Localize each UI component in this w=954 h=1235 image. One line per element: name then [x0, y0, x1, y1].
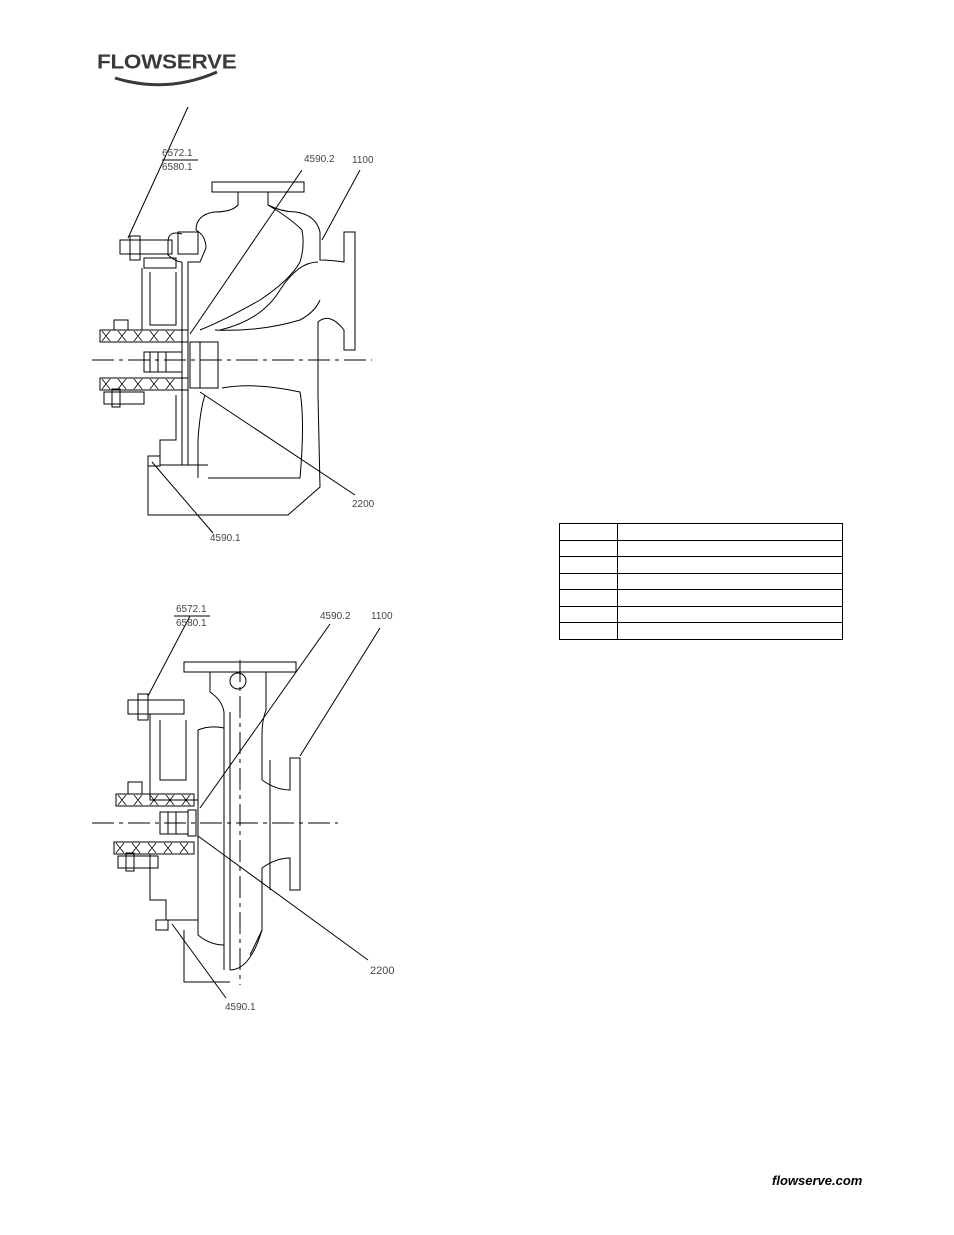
table-cell [617, 622, 843, 640]
top-label-4590-1: 4590.1 [210, 533, 241, 544]
bottom-pump-drawing [92, 615, 381, 999]
table-cell [617, 539, 843, 557]
table-cell [559, 572, 618, 590]
footer-website: flowserve.com [772, 1173, 863, 1188]
table-cell [559, 622, 618, 640]
table-cell [617, 556, 843, 574]
top-label-1100: 1100 [352, 155, 374, 166]
top-label-6572-1: 6572.1 [162, 148, 193, 159]
flowserve-logo: FLOWSERVE [97, 50, 237, 92]
top-pump-drawing [92, 106, 372, 534]
parts-table [559, 523, 843, 640]
table-row [559, 605, 843, 623]
top-label-2200: 2200 [352, 499, 375, 510]
logo-text: FLOWSERVE [97, 50, 237, 73]
bottom-label-4590-2: 4590.2 [320, 611, 351, 622]
table-cell [559, 539, 618, 557]
table-row [559, 539, 843, 557]
bottom-label-4590-1: 4590.1 [225, 1002, 256, 1013]
bottom-label-6572-1: 6572.1 [176, 604, 207, 615]
table-row [559, 572, 843, 590]
bottom-label-6580-1: 6580.1 [176, 618, 207, 629]
table-cell [559, 523, 618, 541]
table-row [559, 523, 843, 541]
table-cell [559, 605, 618, 623]
bottom-label-2200: 2200 [370, 965, 394, 977]
table-row [559, 622, 843, 640]
logo-swoosh-icon [114, 70, 218, 87]
table-cell [559, 556, 618, 574]
table-cell [617, 523, 843, 541]
table-cell [617, 589, 843, 607]
table-cell [617, 605, 843, 623]
table-cell [559, 589, 618, 607]
table-row [559, 589, 843, 607]
top-label-4590-2: 4590.2 [304, 154, 335, 165]
bottom-label-1100: 1100 [371, 611, 393, 622]
table-row [559, 556, 843, 574]
top-label-6580-1: 6580.1 [162, 162, 193, 173]
table-cell [617, 572, 843, 590]
